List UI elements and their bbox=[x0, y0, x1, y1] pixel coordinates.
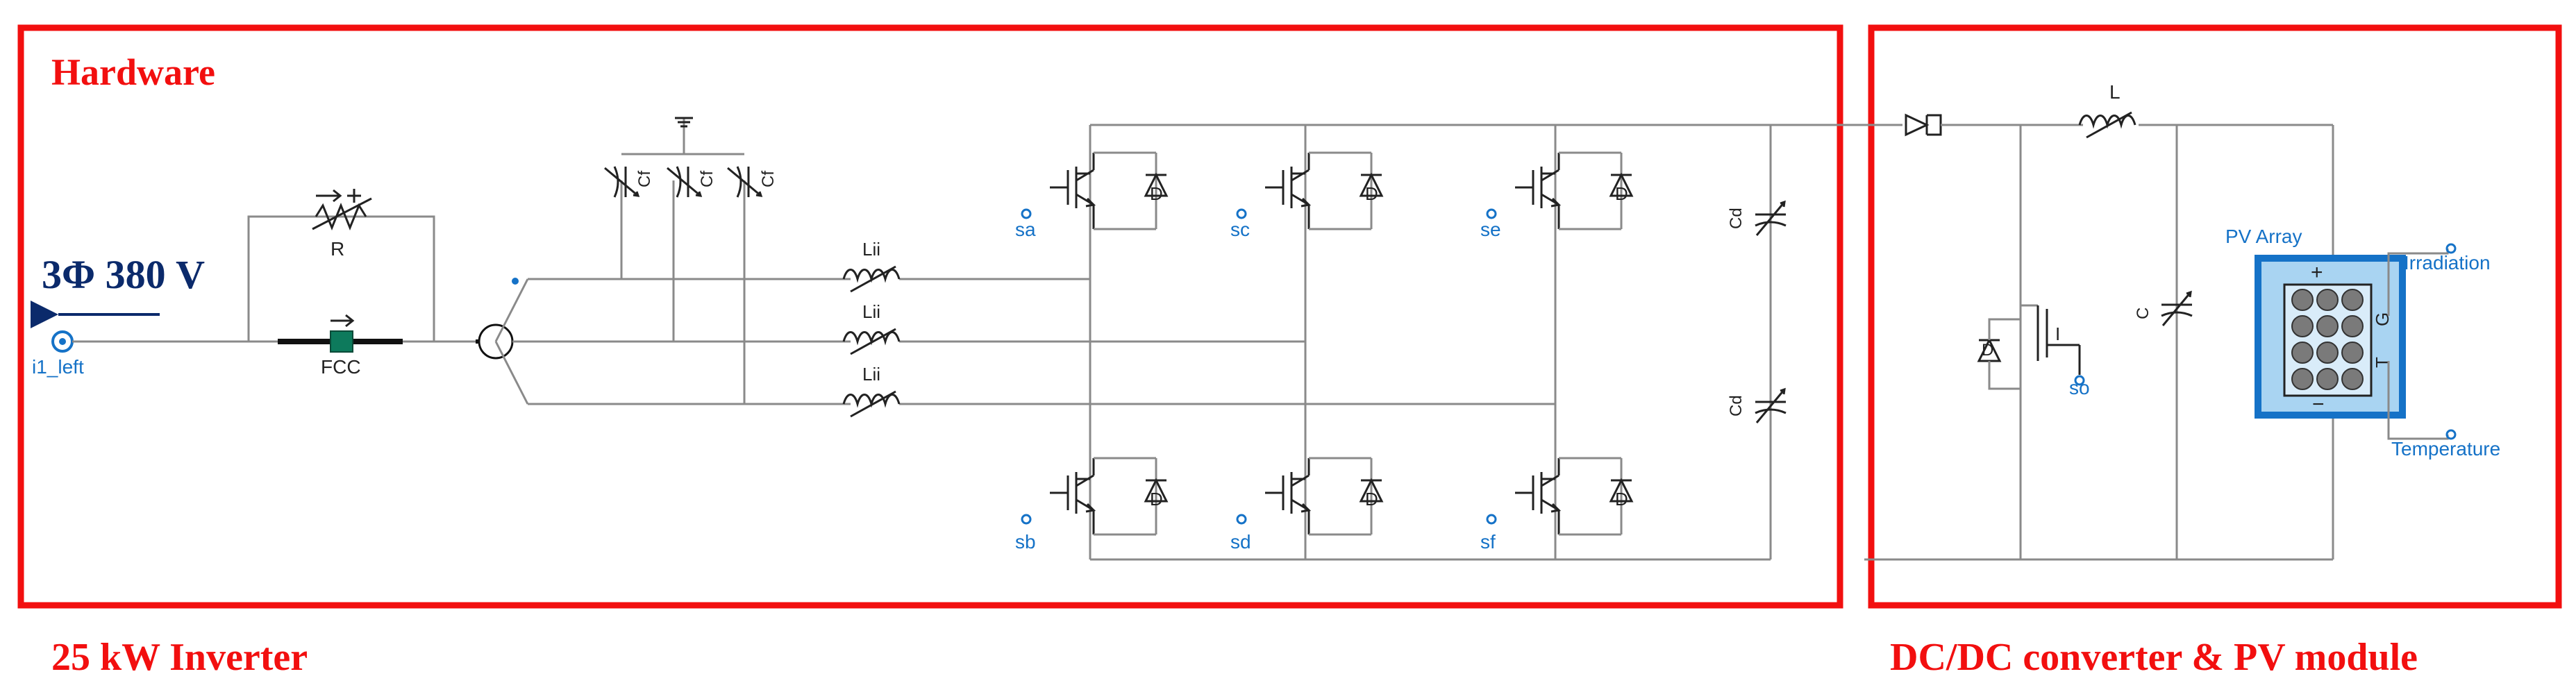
line-inductor-label-3: Lii bbox=[862, 364, 880, 385]
pv-input-temperature: Temperature bbox=[2391, 438, 2500, 460]
boost-switch bbox=[1977, 304, 2081, 390]
source-node-label: i1_left bbox=[32, 356, 84, 378]
dcdc-label: DC/DC converter & PV module bbox=[1890, 636, 2418, 679]
igbt-top-a bbox=[1048, 151, 1168, 230]
svg-text:+: + bbox=[2311, 261, 2323, 284]
pv-input-irradiation: Irradiation bbox=[2404, 252, 2491, 273]
inverter-label: 25 kW Inverter bbox=[51, 636, 308, 679]
pv-array-label: PV Array bbox=[2225, 226, 2302, 247]
voltage-label: 3Φ 380 V bbox=[42, 252, 205, 297]
line-inductor-2 bbox=[842, 328, 901, 355]
boost-gate-label: so bbox=[2069, 377, 2090, 398]
diode-label: D bbox=[1365, 183, 1378, 204]
igbt-bottom-d bbox=[1264, 457, 1383, 536]
boost-inductor-label: L bbox=[2109, 81, 2121, 103]
pv-cells bbox=[2291, 289, 2364, 390]
igbt-bottom-b bbox=[1048, 457, 1168, 536]
boost-inductor bbox=[2078, 111, 2136, 139]
igbt-bottom-f bbox=[1514, 457, 1633, 536]
hardware-label: Hardware bbox=[51, 51, 215, 93]
gate-label-sb: sb bbox=[1015, 531, 1036, 553]
gate-label-sd: sd bbox=[1230, 531, 1251, 553]
line-inductor-label-1: Lii bbox=[862, 239, 880, 260]
diode-label: D bbox=[1365, 489, 1378, 509]
diode-label: D bbox=[1150, 489, 1163, 509]
filter-cap-2 bbox=[666, 165, 702, 199]
svg-text:−: − bbox=[2312, 393, 2325, 416]
diode-label: D bbox=[1615, 489, 1628, 509]
boost-switch-label: I bbox=[2055, 323, 2060, 344]
filter-cap-label-1: Cf bbox=[635, 171, 654, 187]
gate-label-sf: sf bbox=[1480, 531, 1496, 553]
igbt-top-c bbox=[1264, 151, 1383, 230]
filter-cap-label-3: Cf bbox=[759, 171, 778, 187]
series-diode-icon bbox=[1905, 113, 1942, 137]
boost-capacitor-label: C bbox=[2134, 308, 2152, 319]
line-inductor-label-2: Lii bbox=[862, 301, 880, 322]
diode-label: D bbox=[1615, 183, 1628, 204]
gate-label-sc: sc bbox=[1230, 219, 1250, 240]
boost-diode-label: D bbox=[1982, 341, 1993, 360]
diode-label: D bbox=[1150, 183, 1163, 204]
gate-label-sa: sa bbox=[1015, 219, 1036, 240]
fcc-block bbox=[330, 330, 353, 353]
line-inductor-1 bbox=[842, 265, 901, 293]
resistor-label: R bbox=[331, 238, 344, 260]
dcdc-frame bbox=[1868, 24, 2562, 609]
gate-label-se: se bbox=[1480, 219, 1501, 240]
hardware-frame bbox=[17, 24, 1843, 609]
resistor bbox=[312, 189, 372, 230]
line-inductor-3 bbox=[842, 390, 901, 418]
dc-link-cap-label-2: Cd bbox=[1727, 395, 1746, 416]
dc-link-cap-label-1: Cd bbox=[1727, 208, 1746, 229]
fcc-label: FCC bbox=[321, 356, 361, 378]
igbt-top-e bbox=[1514, 151, 1633, 230]
filter-cap-label-2: Cf bbox=[698, 171, 717, 187]
